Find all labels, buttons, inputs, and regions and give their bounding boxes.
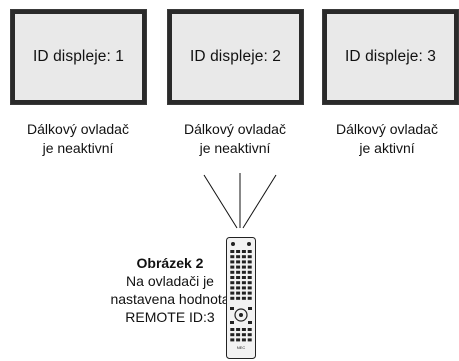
remote-key <box>241 338 246 342</box>
display-3-status-line-1: Dálkový ovladač <box>336 121 438 137</box>
remote-key <box>241 333 246 337</box>
remote-key <box>230 286 235 290</box>
remote-brand-label: NEC <box>237 345 246 350</box>
remote-key <box>230 291 235 295</box>
display-3-id-label: ID displeje: 3 <box>344 48 436 65</box>
remote-key <box>247 286 252 290</box>
remote-key <box>236 250 241 253</box>
remote-key <box>230 296 235 300</box>
remote-key <box>247 281 252 285</box>
display-2: ID displeje: 2 <box>167 9 304 105</box>
remote-key <box>247 291 252 295</box>
display-1-status-line-1: Dálkový ovladač <box>27 121 129 137</box>
remote-key <box>241 281 246 285</box>
remote-key <box>236 328 241 331</box>
display-1-status: Dálkový ovladač je neaktivní <box>3 120 153 158</box>
remote-key <box>236 338 241 342</box>
remote-key <box>236 260 241 264</box>
remote-key <box>241 291 246 295</box>
remote-key <box>230 338 235 342</box>
remote-key <box>236 281 241 285</box>
display-3-screen: ID displeje: 3 <box>327 14 454 100</box>
display-3-status-line-2: je aktivní <box>359 140 415 156</box>
remote-control-icon: NEC <box>226 237 256 359</box>
remote-key <box>241 265 246 269</box>
remote-key <box>247 333 252 337</box>
display-2-status: Dálkový ovladač je neaktivní <box>160 120 310 158</box>
remote-key <box>230 281 235 285</box>
remote-key <box>230 265 235 269</box>
caption-line-2: nastavena hodnota <box>110 291 230 307</box>
display-3: ID displeje: 3 <box>322 9 459 105</box>
remote-key <box>247 250 252 253</box>
remote-key <box>241 328 246 331</box>
signal-line-right <box>242 174 277 229</box>
remote-key <box>247 276 252 279</box>
remote-key <box>247 328 252 331</box>
display-2-status-line-2: je neaktivní <box>199 140 271 156</box>
remote-key <box>241 255 246 259</box>
remote-key <box>241 276 246 279</box>
remote-key <box>236 276 241 279</box>
display-3-status: Dálkový ovladač je aktivní <box>312 120 459 158</box>
remote-key <box>241 250 246 253</box>
signal-line-left <box>203 174 238 229</box>
remote-key <box>236 296 241 300</box>
display-2-id-label: ID displeje: 2 <box>189 48 281 65</box>
remote-key <box>230 250 235 253</box>
remote-key <box>230 333 235 337</box>
display-1-status-line-2: je neaktivní <box>42 140 114 156</box>
remote-key <box>236 333 241 337</box>
display-1-id-label: ID displeje: 1 <box>32 48 124 65</box>
display-1-screen: ID displeje: 1 <box>15 14 142 100</box>
remote-key <box>230 328 235 331</box>
remote-key <box>241 286 246 290</box>
remote-key <box>236 255 241 259</box>
remote-key <box>247 296 252 300</box>
display-2-status-line-1: Dálkový ovladač <box>184 121 286 137</box>
remote-key <box>247 338 252 342</box>
caption-line-1: Na ovladači je <box>126 273 214 289</box>
remote-key <box>236 291 241 295</box>
remote-key <box>230 255 235 259</box>
figure-caption: Obrázek 2 Na ovladači je nastavena hodno… <box>90 254 250 326</box>
display-2-screen: ID displeje: 2 <box>172 14 299 100</box>
remote-key <box>236 270 241 274</box>
remote-key <box>230 260 235 264</box>
remote-key <box>247 265 252 269</box>
remote-key <box>241 270 246 274</box>
remote-key <box>230 276 235 279</box>
remote-key <box>236 286 241 290</box>
caption-title: Obrázek 2 <box>136 255 204 271</box>
remote-key <box>230 270 235 274</box>
remote-key <box>247 270 252 274</box>
display-1: ID displeje: 1 <box>10 9 147 105</box>
caption-line-3: REMOTE ID:3 <box>125 309 215 325</box>
remote-key <box>247 255 252 259</box>
remote-key <box>247 260 252 264</box>
remote-key <box>241 260 246 264</box>
remote-key <box>241 296 246 300</box>
remote-key <box>236 265 241 269</box>
